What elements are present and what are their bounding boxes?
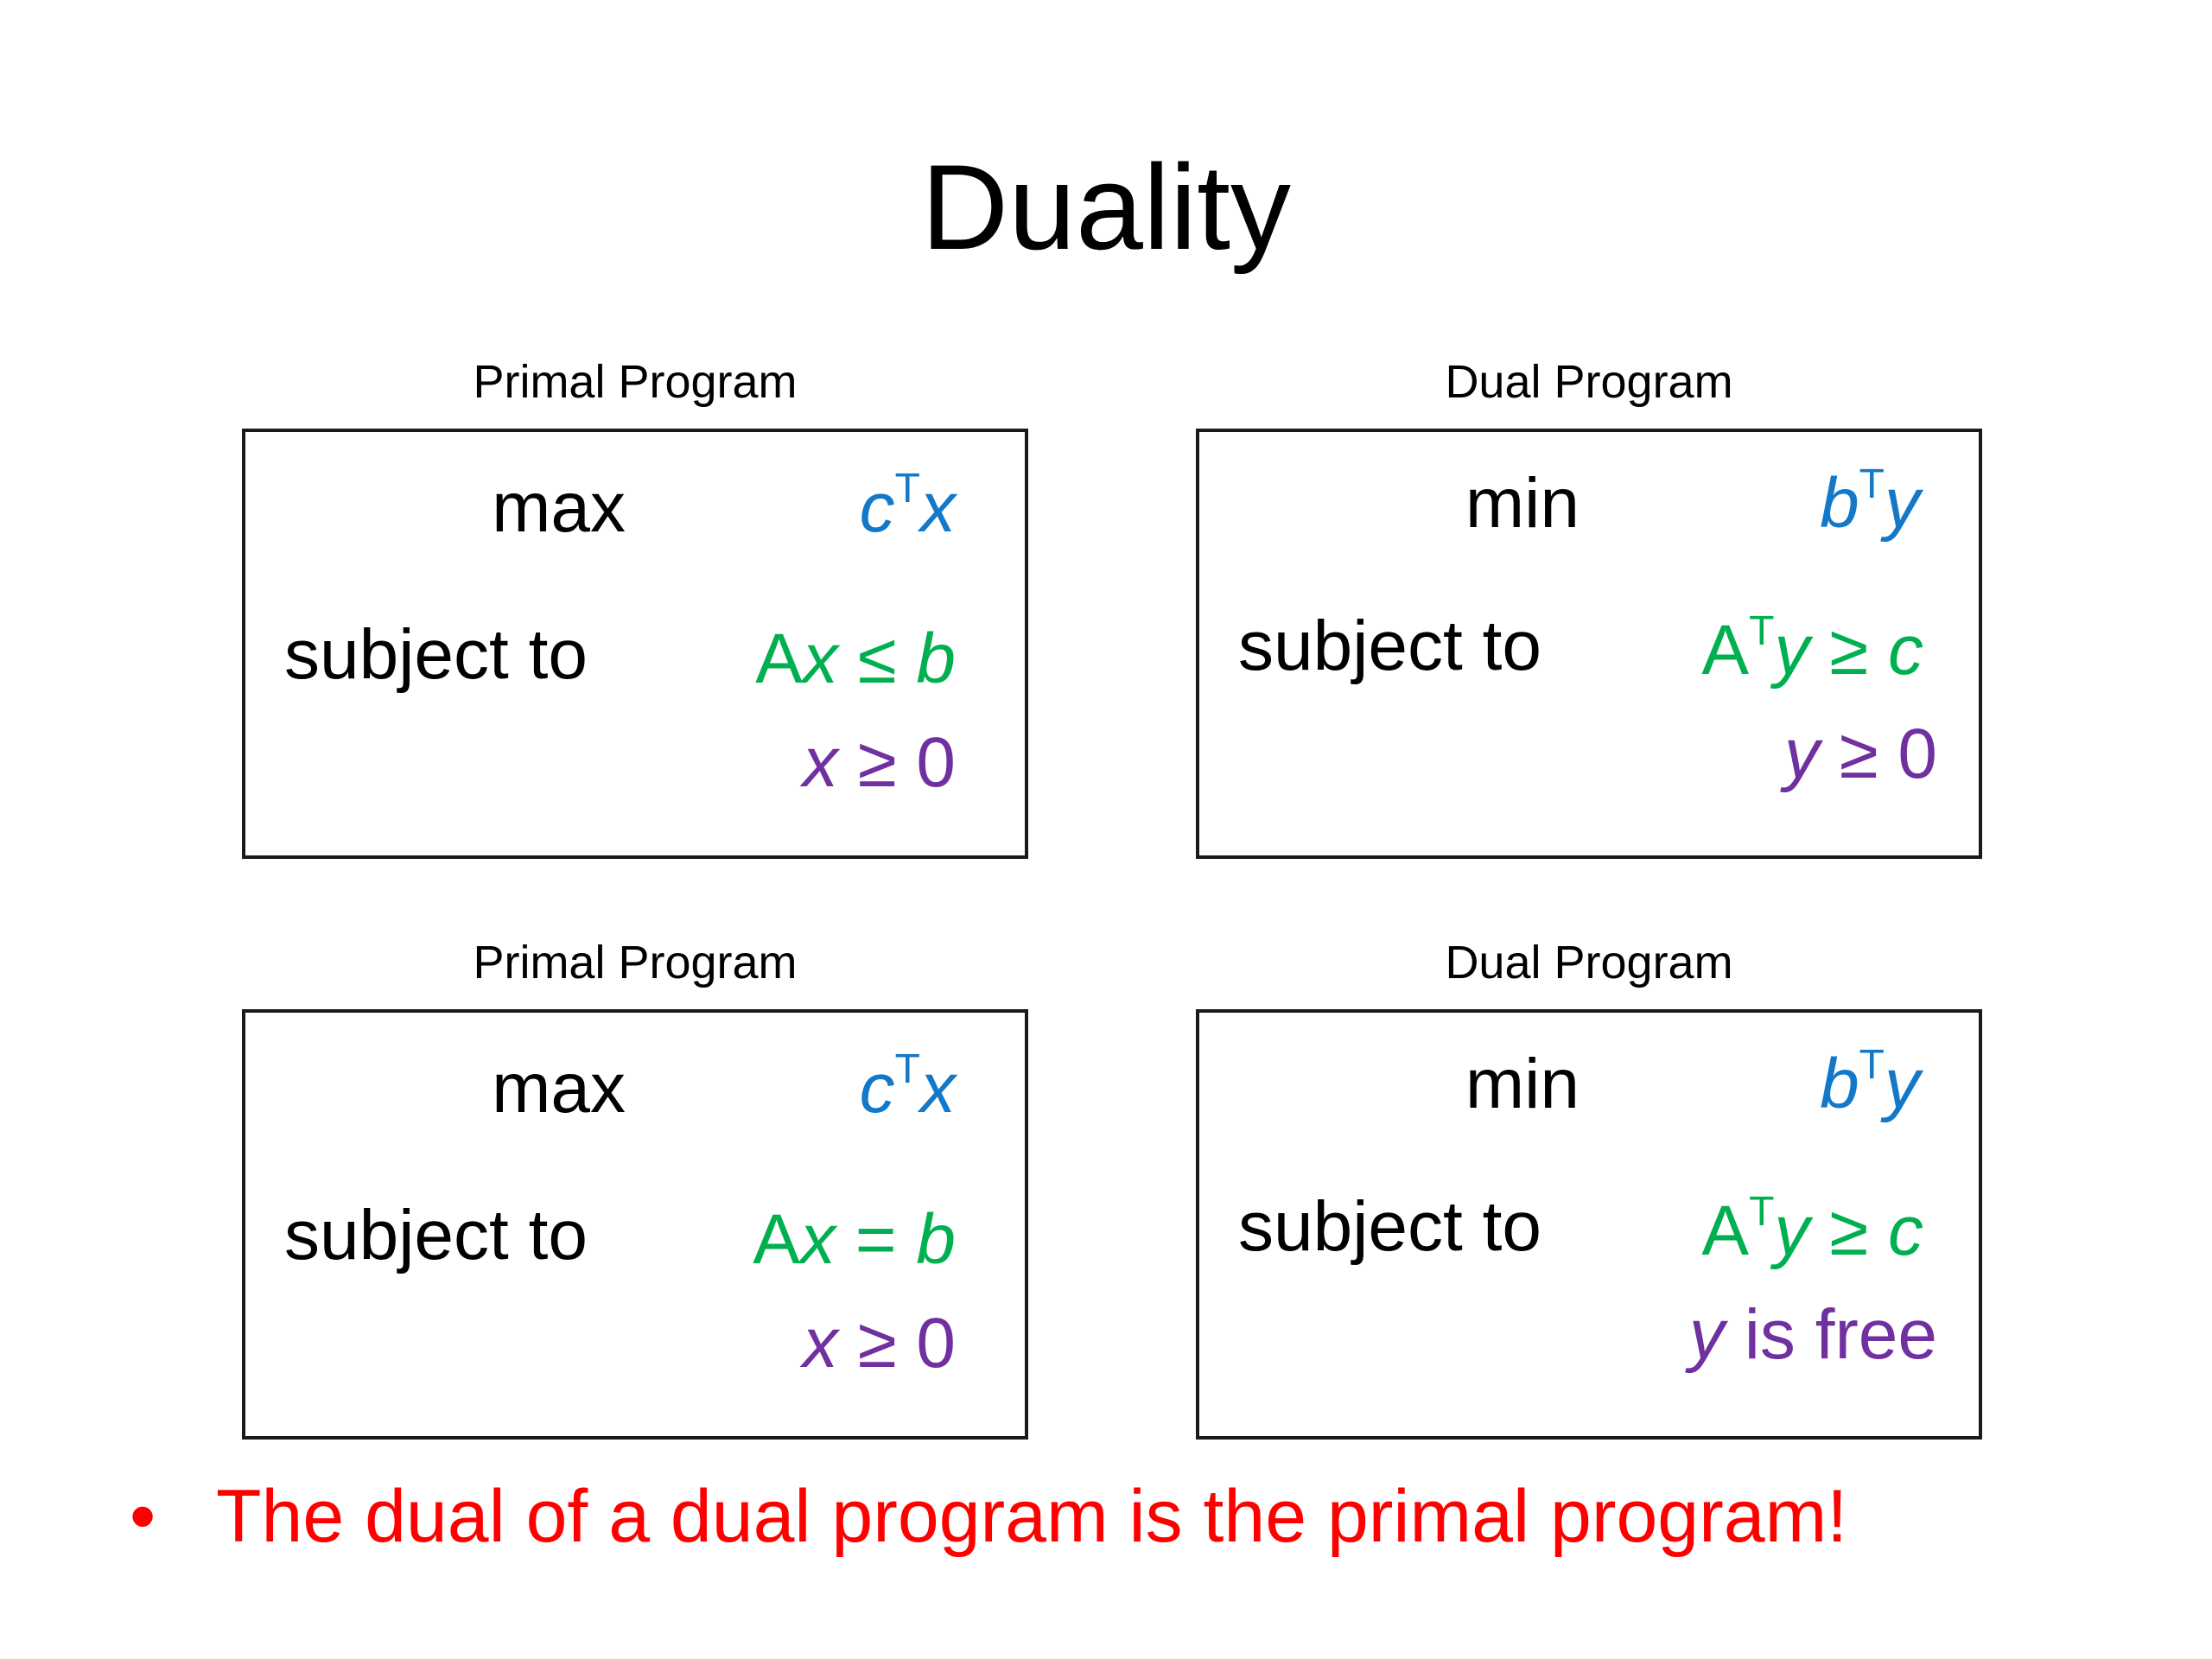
dual-program-box: min bTy subject to ATy ≥ c y ≥ 0 xyxy=(1196,429,1982,859)
slide-title: Duality xyxy=(921,139,1291,275)
constraint-keyword: subject to xyxy=(284,615,588,694)
objective-keyword: max xyxy=(492,468,626,547)
objective-expression: bTy xyxy=(1820,461,1920,543)
constraint-keyword: subject to xyxy=(1238,1187,1541,1266)
sign-constraint: x ≥ 0 xyxy=(802,723,956,802)
sign-constraint: y ≥ 0 xyxy=(1783,715,1937,793)
objective-expression: cTx xyxy=(859,1046,956,1128)
primal-program-label: Primal Program xyxy=(473,356,798,408)
primal-program-box: max cTx subject to Ax ≤ b x ≥ 0 xyxy=(242,429,1028,859)
constraint-expression: Ax ≤ b xyxy=(755,620,956,698)
objective-keyword: min xyxy=(1465,1045,1580,1123)
bullet-point: • The dual of a dual program is the prima… xyxy=(130,1469,1847,1564)
constraint-expression: ATy ≥ c xyxy=(1701,1189,1923,1271)
objective-keyword: max xyxy=(492,1049,626,1128)
dual-program-label: Dual Program xyxy=(1445,356,1733,408)
sign-constraint: y is free xyxy=(1688,1295,1937,1374)
objective-keyword: min xyxy=(1465,464,1580,543)
bullet-text: The dual of a dual program is the primal… xyxy=(216,1475,1848,1558)
constraint-keyword: subject to xyxy=(284,1196,588,1274)
objective-expression: cTx xyxy=(859,466,956,548)
constraint-expression: ATy ≥ c xyxy=(1701,608,1923,690)
constraint-keyword: subject to xyxy=(1238,607,1541,685)
dual-program-label: Dual Program xyxy=(1445,937,1733,988)
bullet-symbol: • xyxy=(130,1475,156,1558)
primal-program-box: max cTx subject to Ax = b x ≥ 0 xyxy=(242,1009,1028,1440)
constraint-expression: Ax = b xyxy=(753,1200,956,1279)
sign-constraint: x ≥ 0 xyxy=(802,1304,956,1382)
objective-expression: bTy xyxy=(1820,1042,1920,1124)
dual-program-box: min bTy subject to ATy ≥ c y is free xyxy=(1196,1009,1982,1440)
primal-program-label: Primal Program xyxy=(473,937,798,988)
